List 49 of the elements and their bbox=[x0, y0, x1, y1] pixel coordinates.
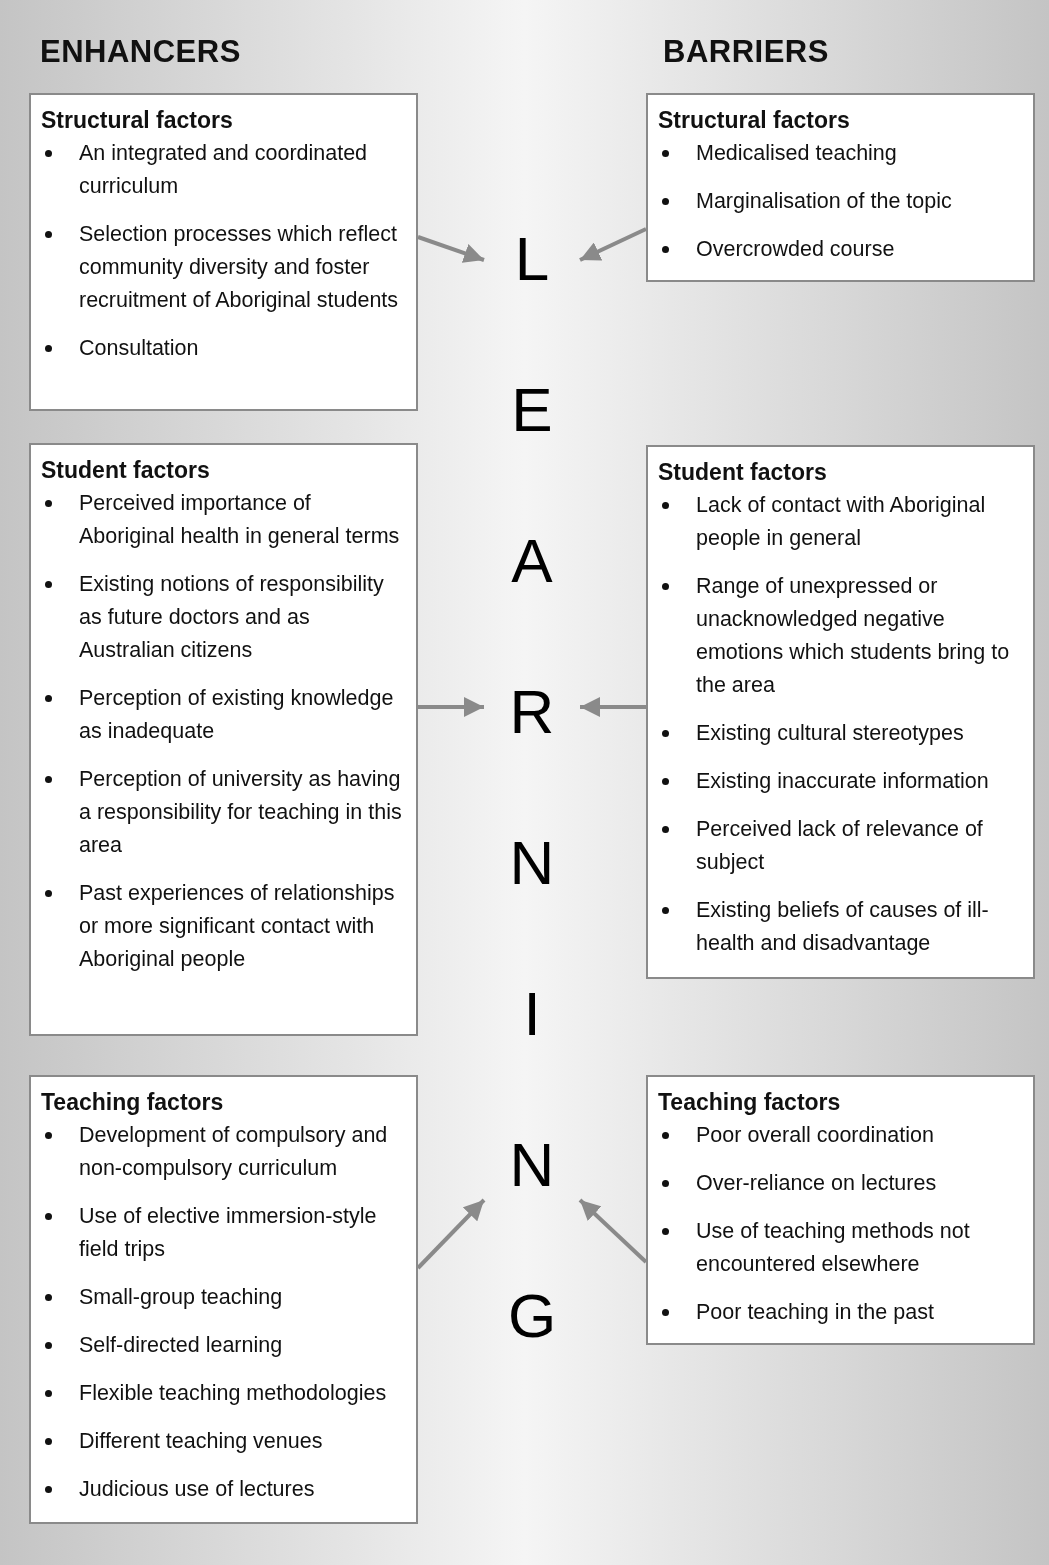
list-item: Small-group teaching bbox=[79, 1284, 284, 1311]
arrow bbox=[578, 1198, 648, 1264]
arrow bbox=[579, 227, 647, 262]
box-heading: Student factors bbox=[658, 458, 828, 487]
list-item: Consultation bbox=[79, 335, 200, 362]
factor-box bbox=[29, 443, 418, 1036]
list-item: Selection processes which reflect community diversity and foster recruitment of Aboriginal students bbox=[79, 221, 400, 314]
list-item: Past experiences of relationships or more significant contact with Aboriginal people bbox=[79, 880, 396, 973]
box-heading: Structural factors bbox=[41, 106, 234, 135]
factor-box bbox=[646, 1075, 1035, 1345]
vertical-word: LEARNING bbox=[508, 183, 556, 1391]
list-item: Poor overall coordination bbox=[696, 1122, 935, 1149]
list-item: An integrated and coordinated curriculum bbox=[79, 140, 369, 200]
list-item: Overcrowded course bbox=[696, 236, 896, 263]
list-item: Medicalised teaching bbox=[696, 140, 898, 167]
list-item: Existing notions of responsibility as future doctors and as Australian citizens bbox=[79, 571, 385, 664]
arrow bbox=[416, 1198, 486, 1270]
list-item: Flexible teaching methodologies bbox=[79, 1380, 388, 1407]
list-item: Range of unexpressed or unacknowledged negative emotions which students bring to the area bbox=[696, 573, 1011, 699]
list-item: Use of elective immersion-style field trips bbox=[79, 1203, 378, 1263]
list-item: Existing beliefs of causes of ill-health and disadvantage bbox=[696, 897, 990, 957]
list-item: Use of teaching methods not encountered elsewhere bbox=[696, 1218, 971, 1278]
list-item: Perception of university as having a responsibility for teaching in this area bbox=[79, 766, 403, 859]
box-heading: Teaching factors bbox=[41, 1088, 225, 1117]
factor-box bbox=[29, 93, 418, 411]
list-item: Poor teaching in the past bbox=[696, 1299, 935, 1326]
arrow bbox=[417, 235, 485, 263]
column-heading: BARRIERS bbox=[663, 34, 829, 70]
list-item: Marginalisation of the topic bbox=[696, 188, 953, 215]
list-item: Perception of existing knowledge as inadequate bbox=[79, 685, 395, 745]
list-item: Self-directed learning bbox=[79, 1332, 284, 1359]
box-heading: Structural factors bbox=[658, 106, 851, 135]
list-item: Existing cultural stereotypes bbox=[696, 720, 965, 747]
list-item: Judicious use of lectures bbox=[79, 1476, 316, 1503]
factor-box bbox=[646, 93, 1035, 282]
box-heading: Teaching factors bbox=[658, 1088, 842, 1117]
factor-box bbox=[29, 1075, 418, 1524]
list-item: Perceived importance of Aboriginal health in general terms bbox=[79, 490, 401, 550]
list-item: Different teaching venues bbox=[79, 1428, 324, 1455]
list-item: Existing inaccurate information bbox=[696, 768, 990, 795]
factor-box bbox=[646, 445, 1035, 979]
arrow bbox=[418, 697, 484, 717]
column-heading: ENHANCERS bbox=[40, 34, 241, 70]
list-item: Development of compulsory and non-compulsory curriculum bbox=[79, 1122, 389, 1182]
box-heading: Student factors bbox=[41, 456, 211, 485]
list-item: Lack of contact with Aboriginal people in general bbox=[696, 492, 987, 552]
list-item: Perceived lack of relevance of subject bbox=[696, 816, 984, 876]
list-item: Over-reliance on lectures bbox=[696, 1170, 938, 1197]
arrow bbox=[580, 697, 646, 717]
